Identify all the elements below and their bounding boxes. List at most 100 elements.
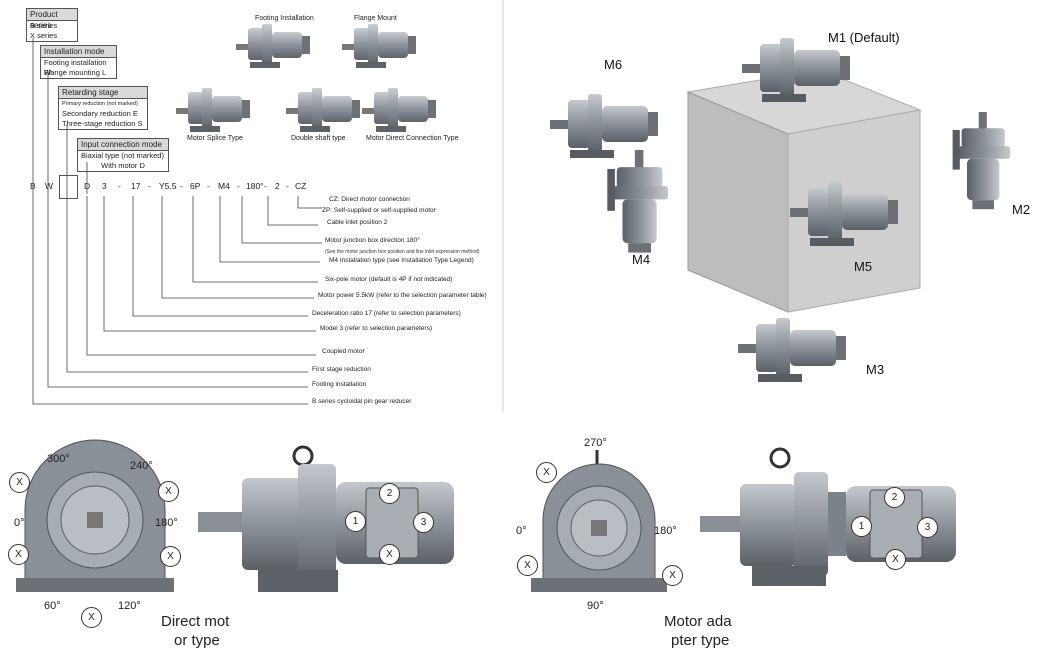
inlet-marker-x: X: [662, 565, 683, 586]
code-dash: -: [286, 181, 289, 191]
caption-adapter-line2: pter type: [671, 632, 730, 649]
adapter-type-side-view: [700, 447, 956, 586]
angle-300: 300°: [47, 453, 70, 465]
code-dash: -: [118, 181, 121, 191]
angle-120: 120°: [118, 600, 141, 612]
product-series-row: B series: [30, 21, 58, 30]
label-m1: M1 (Default): [828, 30, 900, 45]
inlet-marker-x: X: [158, 481, 179, 502]
retarding-stage-row: Secondary reduction E: [62, 109, 138, 118]
mounting-cube-illustration: [550, 38, 1011, 382]
inlet-position-2: 2: [884, 487, 905, 508]
photo-label-footing: Footing Installation: [255, 15, 314, 22]
flange-reducer-image: [342, 24, 416, 68]
retarding-stage-row: Primary reduction (not marked): [62, 101, 138, 107]
installation-mode-row: Flange mounting L: [44, 68, 107, 77]
retarding-stage-box: Retarding stage Primary reduction (not m…: [58, 86, 148, 130]
angle-0: 0°: [516, 525, 527, 537]
angle-180: 180°: [155, 517, 178, 529]
code-dash: -: [264, 181, 267, 191]
inlet-marker-x: X: [160, 546, 181, 567]
direct-type-side-view: [198, 445, 454, 592]
caption-direct-line1: Direct mot: [161, 613, 230, 630]
code-slot-box: [59, 175, 78, 199]
photo-label-direct: Motor Direct Connection Type: [366, 135, 459, 142]
retarding-stage-title: Retarding stage: [59, 87, 147, 99]
inlet-position-3: 3: [413, 512, 434, 533]
code-dash: -: [237, 181, 240, 191]
note-series: B series cycloidal pin gear reducer: [312, 398, 412, 405]
note-sixpole: Six-pole motor (default is 4P if not ind…: [325, 276, 453, 283]
input-connection-box: Input connection mode Biaxial type (not …: [77, 138, 169, 172]
inlet-position-1: 1: [851, 516, 872, 537]
input-connection-row: With motor D: [101, 161, 145, 170]
note-junction-detail: (See the motor junction box position and…: [325, 249, 480, 255]
angle-60: 60°: [44, 600, 61, 612]
photo-label-double: Double shaft type: [291, 135, 346, 142]
label-m6: M6: [604, 57, 623, 72]
inlet-marker-x: X: [8, 544, 29, 565]
m3-reducer: [738, 318, 846, 382]
photo-label-splice: Motor Splice Type: [187, 135, 243, 142]
product-series-box: Product series B series X series: [26, 8, 78, 42]
note-power: Motor power 5.5kW (refer to the selectio…: [318, 292, 487, 299]
note-ratio: Deceleration ratio 17 (refer to selectio…: [312, 310, 461, 317]
m4-reducer: [607, 150, 669, 253]
code-17: 17: [131, 181, 141, 191]
code-y55: Y5.5: [159, 181, 177, 191]
m6-reducer: [550, 94, 658, 158]
installation-mode-row: Footing installation W: [44, 58, 107, 77]
label-m2: M2: [1012, 202, 1031, 217]
code-2: 2: [275, 181, 280, 191]
product-series-row: X series: [30, 31, 58, 40]
code-dash: -: [180, 181, 183, 191]
label-m3: M3: [866, 362, 885, 377]
installation-mode-box: Installation mode Footing installation W…: [40, 45, 117, 79]
inlet-position-2: 2: [379, 483, 400, 504]
code-180: 180°: [246, 181, 264, 191]
splice-reducer-image: [176, 88, 250, 132]
angle-240: 240°: [130, 460, 153, 472]
note-cz: CZ: Direct motor connection: [329, 196, 410, 203]
code-w: W: [45, 181, 54, 191]
leader-lines: [32, 38, 322, 405]
adapter-type-end-view: [531, 450, 667, 592]
caption-direct-line2: or type: [174, 632, 220, 649]
inlet-marker-x: X: [536, 462, 557, 483]
code-cz: CZ: [295, 181, 307, 191]
note-zp: ZP: Self-supplied or self-supplied motor: [322, 207, 436, 214]
angle-180: 180°: [654, 525, 677, 537]
input-connection-row: Biaxial type (not marked): [81, 151, 164, 160]
note-coupled: Coupled motor: [322, 348, 365, 355]
note-inlet: Cable inlet position 2: [327, 219, 388, 226]
code-dash: -: [207, 181, 210, 191]
code-m4: M4: [218, 181, 230, 191]
installation-mode-title: Installation mode: [41, 46, 116, 58]
angle-90: 90°: [587, 600, 604, 612]
note-footing: Footing installation: [312, 381, 367, 388]
direct-type-end-view: [16, 439, 174, 592]
inlet-marker-x: X: [81, 607, 102, 628]
direct-reducer-image: [362, 88, 436, 132]
photo-label-flange: Flange Mount: [354, 15, 397, 22]
note-junction: Motor junction box direction 180°: [325, 237, 420, 244]
note-model: Model 3 (refer to selection parameters): [320, 325, 432, 332]
caption-adapter-line1: Motor ada: [664, 613, 732, 630]
inlet-position-3: 3: [917, 517, 938, 538]
inlet-marker-x: X: [517, 555, 538, 576]
input-connection-title: Input connection mode: [78, 139, 168, 151]
label-m4: M4: [632, 252, 651, 267]
label-m5: M5: [854, 259, 873, 274]
product-series-title: Product series: [27, 9, 77, 30]
inlet-position-1: 1: [345, 511, 366, 532]
double-shaft-reducer-image: [286, 88, 360, 132]
angle-270: 270°: [584, 437, 607, 449]
note-install: M4 Installation type (see Installation T…: [329, 257, 474, 264]
angle-0: 0°: [14, 517, 25, 529]
code-6p: 6P: [190, 181, 201, 191]
retarding-stage-row: Three-stage reduction S: [62, 119, 143, 128]
code-dash: -: [148, 181, 151, 191]
inlet-marker-x: X: [885, 549, 906, 570]
